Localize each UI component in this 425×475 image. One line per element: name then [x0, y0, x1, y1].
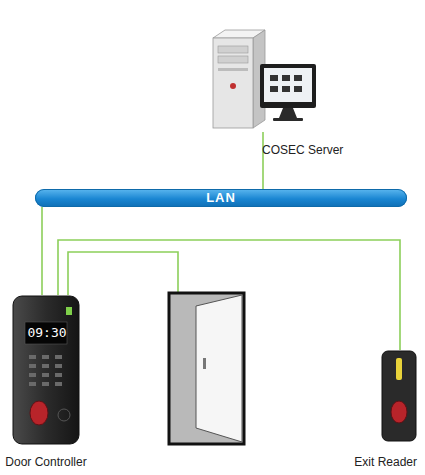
node-label: Door Controller: [4, 455, 88, 469]
power-button: [230, 83, 236, 89]
keypad: [29, 355, 62, 386]
exit-reader-illustration: [381, 350, 417, 442]
lan-band: LAN: [35, 189, 407, 207]
drive-bay: [218, 46, 248, 53]
door-controller-node: Door Controller: [12, 295, 80, 445]
door-handle: [203, 358, 206, 369]
card-area: [58, 409, 70, 421]
key: [55, 364, 62, 368]
drive-bay: [218, 68, 248, 71]
monitor-base: [273, 118, 303, 121]
network-cable: [41, 207, 43, 295]
monitor-stand: [279, 108, 297, 118]
drive-bay: [218, 56, 248, 63]
controller-body: [13, 296, 79, 444]
network-cable: [262, 132, 264, 189]
monitor-screen: [264, 68, 312, 102]
key: [55, 355, 62, 359]
exit-reader-node: Exit Reader: [381, 350, 417, 442]
node-label: COSEC Server: [262, 143, 343, 157]
key: [42, 373, 49, 377]
server-illustration: [205, 28, 317, 132]
fingerprint-sensor: [30, 401, 48, 425]
key: [55, 382, 62, 386]
screen-icon: [294, 75, 302, 81]
node-label: LAN: [35, 191, 407, 205]
key: [29, 373, 36, 377]
key: [42, 355, 49, 359]
key: [42, 364, 49, 368]
door-frame: [169, 293, 244, 444]
key: [29, 382, 36, 386]
screen-clock: 09:30: [25, 324, 69, 342]
key: [29, 364, 36, 368]
screen-icon: [282, 75, 290, 81]
key: [42, 382, 49, 386]
screen-icon: [270, 86, 278, 92]
status-led: [66, 307, 72, 315]
key: [55, 373, 62, 377]
reader-body: [382, 351, 416, 441]
server-node: COSEC Server: [205, 28, 317, 132]
reader-led: [396, 358, 402, 380]
tower-front: [213, 38, 253, 128]
key: [29, 355, 36, 359]
screen-icon: [294, 86, 302, 92]
door-wire: [68, 252, 178, 295]
monitor-bezel: [260, 64, 316, 108]
door-panel: [196, 295, 242, 442]
door-controller-illustration: [12, 295, 80, 445]
network-cable: [58, 240, 400, 350]
fingerprint-sensor: [391, 401, 407, 423]
screen-icon: [282, 86, 290, 92]
screen-icon: [270, 75, 278, 81]
node-label: Exit Reader: [354, 455, 417, 469]
